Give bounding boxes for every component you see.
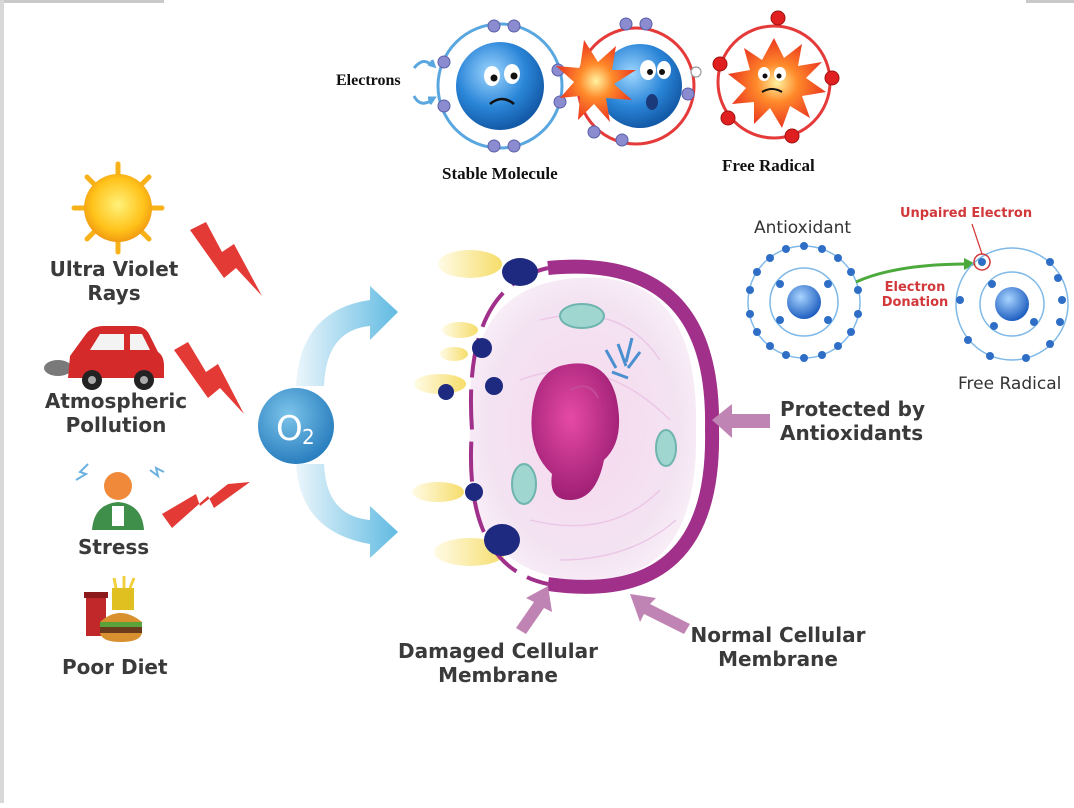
electron-donation-line1: Electron [884, 280, 946, 295]
lightning-bolt-stress [162, 482, 250, 528]
antioxidant-label: Antioxidant [754, 218, 852, 238]
car-icon [44, 326, 164, 390]
sun-icon [71, 161, 165, 255]
frame-top-right-bar [1026, 0, 1074, 3]
pointer-arrows [516, 404, 770, 634]
electron-donation-line2: Donation [881, 295, 949, 311]
antioxidant-atom [746, 242, 862, 362]
electron-swirl-arrows [412, 59, 437, 105]
stress-person-icon [75, 463, 165, 530]
lightning-bolt-pollution [174, 342, 244, 414]
free-radical-label-panel: Free Radical [958, 374, 1062, 394]
oxygen-flow-arrows [296, 286, 398, 558]
normal-membrane-label: Normal Cellular Membrane [690, 623, 866, 671]
lightning-bolt-uv [190, 222, 262, 296]
stable-molecule-label: Stable Molecule [442, 164, 558, 183]
free-radical-label-top: Free Radical [722, 156, 815, 175]
oxygen-molecule: O 2 [258, 388, 334, 464]
unpaired-electron-label: Unpaired Electron [900, 206, 1033, 221]
damaged-pointer-arrow [516, 586, 552, 634]
protected-pointer-arrow [712, 404, 770, 438]
oxygen-subscript: 2 [302, 425, 315, 449]
damaged-membrane-line1: Damaged Cellular [398, 639, 598, 663]
free-radical-icon [712, 10, 840, 144]
normal-membrane-line1: Normal Cellular [690, 623, 866, 647]
cell [412, 250, 720, 594]
pollution-label-line2: Pollution [65, 412, 167, 437]
damaged-membrane-label: Damaged Cellular Membrane [398, 639, 598, 687]
electron-donation-arrow [855, 258, 976, 284]
protected-label-line1: Protected by [780, 397, 925, 421]
stress-label: Stress [78, 535, 150, 559]
damaged-cellular-membrane [469, 266, 549, 586]
poor-diet-label: Poor Diet [62, 655, 168, 679]
uv-label: Ultra Violet Rays [48, 257, 180, 305]
fast-food-icon [84, 576, 142, 642]
free-radical-atom [955, 223, 1069, 362]
uv-label-line2: Rays [87, 280, 141, 305]
oxygen-label: O [276, 409, 303, 449]
pollution-label-line1: Atmospheric [44, 389, 188, 413]
lightning-bolts [162, 222, 262, 528]
electrons-label: Electrons [336, 72, 401, 89]
pollution-label: Atmospheric Pollution [36, 389, 196, 437]
uv-label-line1: Ultra Violet [49, 257, 179, 281]
frame-left-edge [0, 0, 4, 803]
electron-donation-label: Electron Donation [880, 280, 950, 311]
stable-molecule-icon [436, 19, 567, 153]
damaged-membrane-line2: Membrane [438, 662, 558, 687]
protected-label-line2: Antioxidants [780, 420, 924, 445]
attacked-molecule-icon [556, 17, 702, 147]
normal-pointer-arrow [630, 594, 690, 634]
frame-top-left-bar [4, 0, 164, 3]
normal-membrane-line2: Membrane [718, 646, 838, 671]
protected-label: Protected by Antioxidants [780, 397, 925, 445]
normal-cellular-membrane [547, 259, 720, 594]
